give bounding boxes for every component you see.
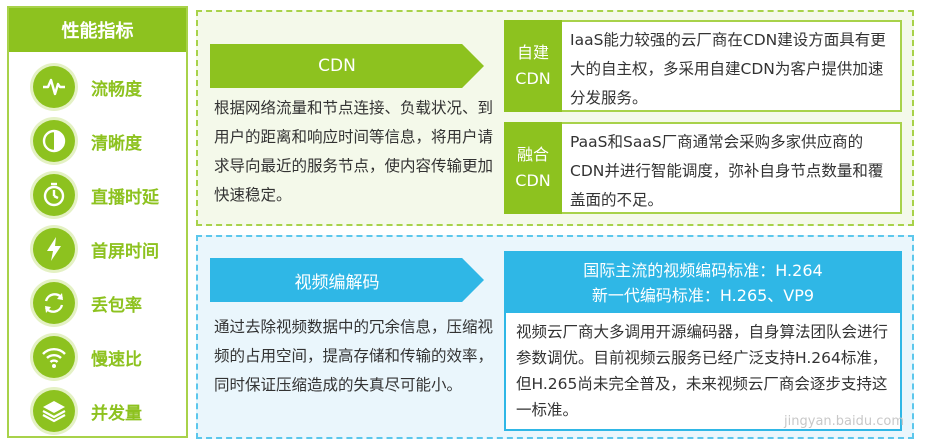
metric-item: 清晰度 [9,118,186,164]
cdn-section: CDN 根据网络流量和节点连接、负载状况、到用户的距离和响应时间等信息，将用户请… [196,10,914,226]
cdn-banner: CDN [210,44,484,88]
lightning-icon [33,228,75,270]
cdn-row-text: PaaS和SaaS厂商通常会采购多家供应商的CDN并进行智能调度，弥补自身节点数… [562,122,902,214]
codec-section: 视频编解码 通过去除视频数据中的冗余信息，压缩视频的占用空间，提高存储和传输的效… [196,235,914,439]
stopwatch-icon [33,174,75,216]
wifi-icon [33,336,75,378]
cdn-row-text: IaaS能力较强的云厂商在CDN建设方面具有更大的自主权，多采用自建CDN为客户… [562,20,902,112]
cdn-description: 根据网络流量和节点连接、负载状况、到用户的距离和响应时间等信息，将用户请求导向最… [214,99,494,204]
cdn-row-label: 融合CDN [504,122,562,214]
metric-label: 慢速比 [91,349,142,370]
metric-item: 直播时延 [9,172,186,218]
metric-label: 流畅度 [91,79,142,100]
codec-standards-box: 国际主流的视频编码标准：H.264 新一代编码标准：H.265、VP9 视频云厂… [504,251,902,431]
metric-item: 首屏时间 [9,226,186,272]
metric-item: 慢速比 [9,334,186,380]
codec-standards-body: 视频云厂商大多调用开源编码器，自身算法团队会进行参数调优。目前视频云服务已经广泛… [516,323,889,419]
metric-label: 首屏时间 [91,241,159,262]
cdn-row-label: 自建CDN [504,20,562,112]
codec-banner: 视频编解码 [210,258,484,302]
metrics-panel-title: 性能指标 [9,8,186,52]
standard-line-mainstream: 国际主流的视频编码标准：H.264 [583,261,823,280]
metric-item: 流畅度 [9,64,186,110]
metrics-panel: 性能指标 流畅度 清晰度 直播时延 首屏时间 [7,6,188,438]
watermark: jingyan.baidu.com [784,414,904,429]
metric-label: 并发量 [91,403,142,424]
codec-description: 通过去除视频数据中的冗余信息，压缩视频的占用空间，提高存储和传输的效率，同时保证… [214,318,494,394]
half-circle-icon [33,120,75,162]
metric-label: 直播时延 [91,187,159,208]
waveform-icon [33,66,75,108]
metric-item: 丢包率 [9,280,186,326]
codec-standards-header: 国际主流的视频编码标准：H.264 新一代编码标准：H.265、VP9 [506,253,900,313]
layers-icon [33,390,75,432]
metric-item: 并发量 [9,388,186,434]
metric-label: 丢包率 [91,295,142,316]
metric-label: 清晰度 [91,133,142,154]
cdn-row-fusion: 融合CDN PaaS和SaaS厂商通常会采购多家供应商的CDN并进行智能调度，弥… [504,122,902,214]
standard-line-next-gen: 新一代编码标准：H.265、VP9 [591,286,815,305]
cdn-row-self-built: 自建CDN IaaS能力较强的云厂商在CDN建设方面具有更大的自主权，多采用自建… [504,20,902,112]
refresh-icon [33,282,75,324]
